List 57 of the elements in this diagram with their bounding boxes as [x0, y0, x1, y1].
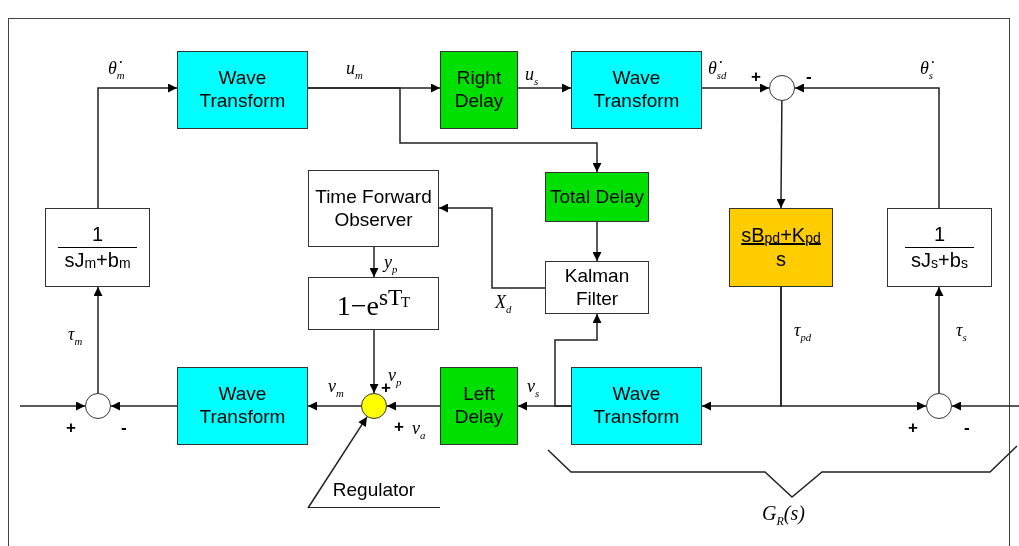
signal-label: τ$_{s}$	[956, 320, 967, 343]
process-block: Right Delay	[440, 51, 518, 129]
sign-label: -	[964, 418, 970, 438]
process-block: Wave Transform	[177, 51, 308, 129]
signal-arrow	[93, 286, 103, 394]
signal-arrow	[794, 83, 940, 209]
process-block: Wave Transform	[571, 367, 702, 445]
signal-arrow	[776, 100, 786, 209]
process-block: Kalman Filter	[545, 261, 649, 314]
signal-arrow	[934, 286, 944, 394]
signal-arrow	[307, 87, 602, 173]
signal-label: v$_{a}$	[412, 418, 426, 441]
signal-label: X$_{d}$	[495, 292, 512, 315]
process-block: Wave Transform	[571, 51, 702, 129]
signal-label: v$_{s}$	[527, 376, 540, 399]
signal-label: τ$_{pd}$	[794, 320, 812, 343]
summing-junction	[926, 393, 952, 419]
sign-label: +	[394, 417, 404, 437]
signal-arrow	[554, 313, 602, 407]
signal-label: y$_{p}$	[384, 252, 398, 275]
signal-arrow	[701, 83, 770, 93]
process-block: Time Forward Observer	[308, 170, 439, 247]
signal-arrow	[517, 83, 572, 93]
signal-arrow	[951, 401, 1019, 411]
sign-label: +	[66, 418, 76, 438]
signal-arrow	[110, 401, 178, 411]
leader-arrow	[307, 416, 368, 509]
summing-junction	[769, 75, 795, 101]
transfer-function-label: G$_{R}$(s)	[762, 502, 805, 529]
signal-label: u$_{m}$	[346, 58, 363, 81]
signal-arrow	[592, 221, 602, 262]
signal-arrow	[369, 329, 379, 394]
sign-label: -	[806, 67, 812, 87]
process-block: Left Delay	[440, 367, 518, 445]
sign-label: +	[751, 67, 761, 87]
signal-arrow	[19, 401, 86, 411]
signal-arrow	[780, 286, 927, 411]
signal-arrow	[369, 246, 379, 278]
sign-label: +	[381, 378, 391, 398]
sign-label: -	[121, 418, 127, 438]
signal-label: u$_{s}$	[525, 64, 539, 87]
signal-label: θ̇$_{m}$	[108, 58, 125, 81]
process-block: Total Delay	[545, 172, 649, 222]
signal-label: τ$_{m}$	[68, 324, 83, 347]
summing-junction	[85, 393, 111, 419]
summing-junction	[361, 393, 387, 419]
signal-label: θ̇$_{sd}$	[708, 58, 727, 81]
sign-label: +	[908, 418, 918, 438]
signal-arrow	[386, 401, 441, 411]
signal-arrow	[307, 401, 362, 411]
signal-label: v$_{m}$	[328, 376, 344, 399]
regulator-label: Regulator	[308, 474, 440, 508]
process-block: Wave Transform	[177, 367, 308, 445]
signal-label: v$_{p}$	[388, 365, 402, 388]
signal-label: θ̇$_{s}$	[920, 58, 934, 81]
signal-arrow	[97, 83, 178, 209]
signal-arrow	[438, 203, 546, 289]
